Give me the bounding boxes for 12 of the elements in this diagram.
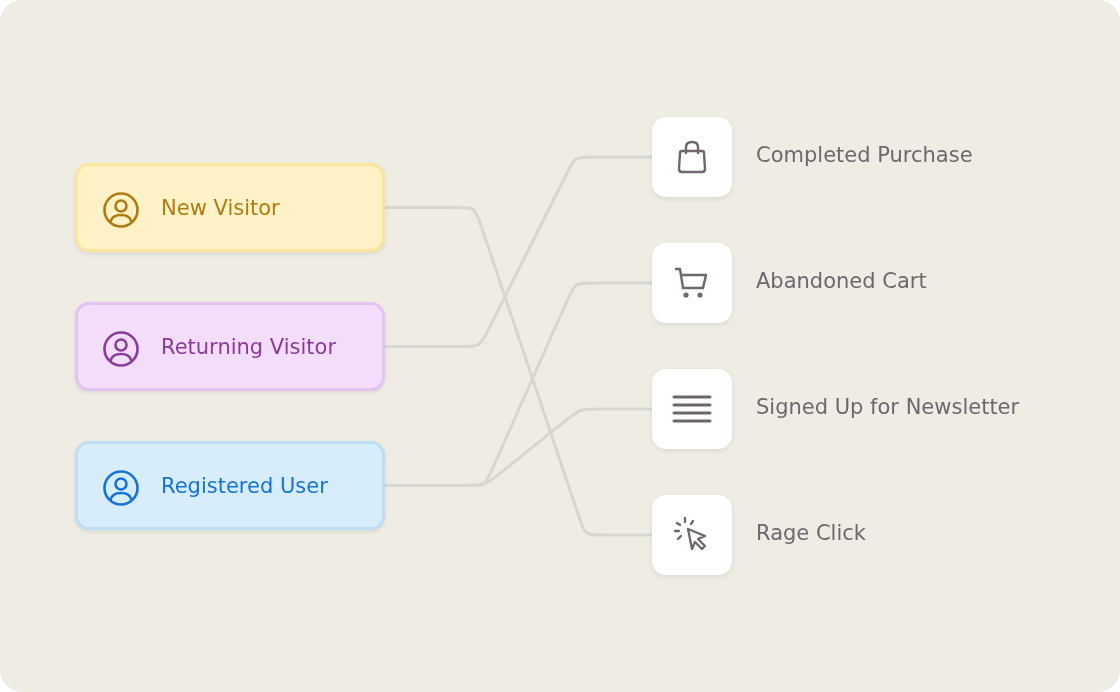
segment-box: [75, 302, 385, 391]
segment-box: [75, 163, 385, 252]
segment-label: Registered User: [161, 473, 328, 498]
outcome-label: Completed Purchase: [756, 143, 973, 167]
connector-line: [385, 206, 652, 537]
segment-label: Returning Visitor: [161, 334, 337, 359]
outcome-label: Rage Click: [756, 521, 866, 545]
outcome-label: Abandoned Cart: [756, 269, 927, 293]
outcome-label: Signed Up for Newsletter: [756, 395, 1020, 419]
connector-line: [385, 155, 652, 348]
segment-label: New Visitor: [161, 195, 280, 220]
segment-box: [75, 441, 385, 530]
